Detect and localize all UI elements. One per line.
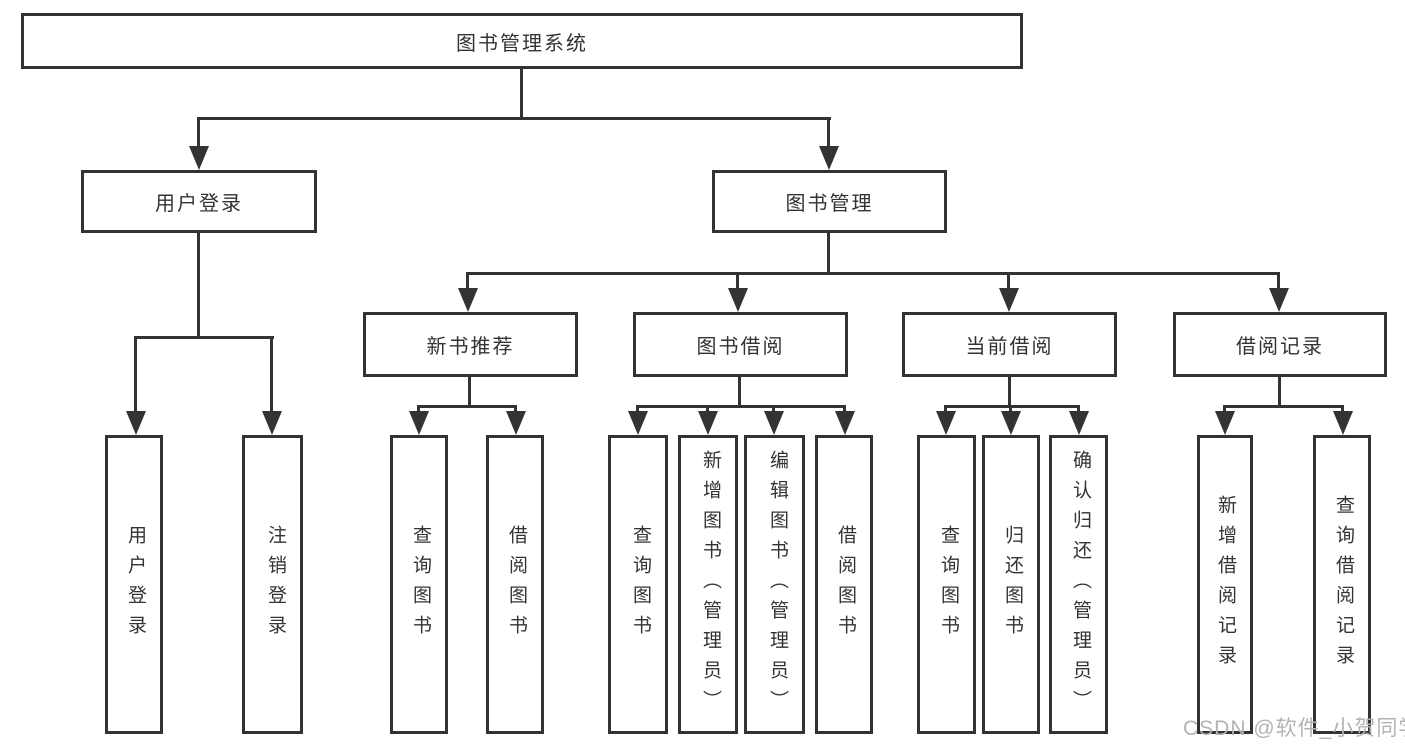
arrow-head (409, 411, 429, 435)
node-library-management-system: 图书管理系统 (21, 13, 1023, 69)
connector-line (736, 272, 739, 290)
connector-line (1077, 405, 1080, 413)
node-leaf-confirm-return-admin: 确认归还（管理员） (1049, 435, 1108, 734)
connector-line (1278, 377, 1281, 407)
node-leaf-add-book-admin: 新增图书（管理员） (678, 435, 738, 734)
connector-line (1223, 405, 1226, 413)
arrow-head (1269, 288, 1289, 312)
connector-line (270, 336, 273, 411)
node-leaf-edit-book-admin: 编辑图书（管理员） (744, 435, 805, 734)
connector-line (738, 377, 741, 407)
connector-line (197, 117, 200, 148)
arrow-head (458, 288, 478, 312)
node-borrowing-records: 借阅记录 (1173, 312, 1387, 377)
arrow-head (126, 411, 146, 435)
arrow-head (819, 146, 839, 170)
node-leaf-query-borrow-record: 查询借阅记录 (1313, 435, 1371, 734)
node-leaf-borrow-books: 借阅图书 (815, 435, 873, 734)
connector-line (843, 405, 846, 413)
connector-line (772, 405, 775, 413)
connector-line (1341, 405, 1344, 413)
arrow-head (764, 411, 784, 435)
node-leaf-user-login: 用户登录 (105, 435, 163, 734)
arrow-head (1215, 411, 1235, 435)
node-leaf-return-book: 归还图书 (982, 435, 1040, 734)
connector-line (467, 272, 1280, 275)
connector-line (134, 336, 274, 339)
arrow-head (262, 411, 282, 435)
connector-line (417, 405, 420, 413)
connector-line (417, 405, 517, 408)
connector-line (520, 69, 523, 117)
connector-line (1008, 377, 1011, 407)
connector-line (1007, 272, 1010, 290)
connector-line (134, 336, 137, 411)
connector-line (827, 117, 830, 148)
arrow-head (189, 146, 209, 170)
connector-line (197, 117, 831, 120)
connector-line (944, 405, 1080, 408)
arrow-head (628, 411, 648, 435)
connector-line (636, 405, 846, 408)
arrow-head (506, 411, 526, 435)
arrow-head (835, 411, 855, 435)
watermark: CSDN @软件_小贺同学 (1183, 717, 1405, 740)
connector-line (706, 405, 709, 413)
node-leaf-logout: 注销登录 (242, 435, 303, 734)
connector-line (514, 405, 517, 413)
arrow-head (1001, 411, 1021, 435)
node-leaf-query-books-borrowing: 查询图书 (608, 435, 668, 734)
node-leaf-query-books-recommend: 查询图书 (390, 435, 448, 734)
node-leaf-query-books-current: 查询图书 (917, 435, 976, 734)
node-user-login: 用户登录 (81, 170, 317, 233)
node-book-management: 图书管理 (712, 170, 947, 233)
connector-line (197, 233, 200, 336)
node-new-book-recommendation: 新书推荐 (363, 312, 578, 377)
arrow-head (936, 411, 956, 435)
node-leaf-add-borrow-record: 新增借阅记录 (1197, 435, 1253, 734)
connector-line (636, 405, 639, 413)
connector-line (1009, 405, 1012, 413)
connector-line (1223, 405, 1344, 408)
node-book-borrowing: 图书借阅 (633, 312, 848, 377)
arrow-head (1333, 411, 1353, 435)
node-leaf-borrow-books-recommend: 借阅图书 (486, 435, 544, 734)
connector-line (468, 377, 471, 407)
arrow-head (728, 288, 748, 312)
connector-line (827, 233, 830, 272)
node-current-borrowing: 当前借阅 (902, 312, 1117, 377)
arrow-head (698, 411, 718, 435)
connector-line (466, 272, 469, 290)
arrow-head (1069, 411, 1089, 435)
connector-line (1277, 272, 1280, 290)
arrow-head (999, 288, 1019, 312)
connector-line (944, 405, 947, 413)
